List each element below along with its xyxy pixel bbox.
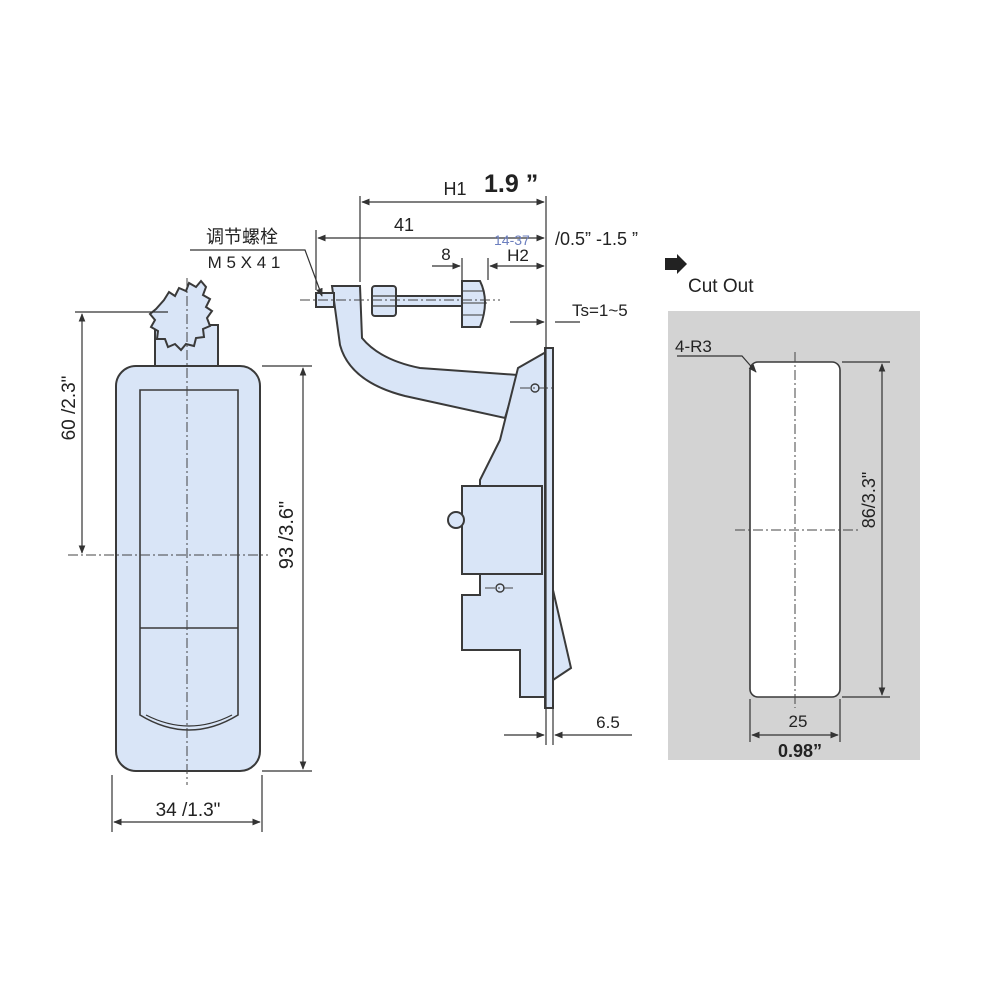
- cutout-title: Cut Out: [688, 276, 754, 297]
- dim-65-label: 6.5: [596, 713, 620, 732]
- dim-h1-label: H1: [443, 179, 466, 199]
- adjust-bolt-label: 调节螺栓: [206, 227, 278, 248]
- front-view: 60 /2.3" 93 /3.6" 34 /1.3": [59, 278, 312, 832]
- cut-width-inch: 0.98”: [778, 741, 822, 761]
- front-handle: [139, 389, 239, 731]
- dim-ts-label: Ts=1~5: [572, 301, 628, 320]
- bolt-spec-label: M 5 X 4 1: [208, 253, 281, 272]
- cut-height-label: 86/3.3": [859, 472, 879, 528]
- dim-34-label: 34 /1.3": [156, 800, 221, 821]
- dim-h2-label: H2: [507, 246, 529, 265]
- side-view: H1 1.9 ” 41 14-37 /0.5” -1.5 ” 8 H2 Ts=1…: [190, 170, 638, 745]
- dim-41-label: 41: [394, 215, 414, 235]
- side-flange: [544, 347, 554, 709]
- dim-h1-inch: 1.9 ”: [484, 170, 538, 198]
- cutout-radius-leader: [677, 355, 757, 373]
- side-nut: [371, 285, 397, 317]
- side-screw: [447, 511, 465, 529]
- cutout-marker-icon: [665, 254, 687, 274]
- dim-range-inch: /0.5” -1.5 ”: [555, 229, 638, 249]
- side-bolt-shaft: [394, 295, 464, 307]
- front-handle-recess: [145, 714, 233, 727]
- side-cam-block: [461, 485, 543, 575]
- side-lever: [552, 589, 573, 682]
- dim-8-label: 8: [441, 245, 450, 264]
- dim-60-label: 60 /2.3": [59, 376, 80, 441]
- cutout-radius-label: 4-R3: [675, 337, 712, 356]
- cutout-view: Cut Out 4-R3 86/3.3" 25 0.98”: [665, 254, 920, 761]
- dim-93-label: 93 /3.6": [276, 501, 298, 569]
- cut-width-mm: 25: [789, 712, 808, 731]
- side-thumbwheel: [461, 280, 486, 328]
- bolt-callout-leader: [190, 249, 323, 297]
- dim-range-mm: 14-37: [494, 232, 530, 248]
- front-knob-gear: [148, 279, 214, 352]
